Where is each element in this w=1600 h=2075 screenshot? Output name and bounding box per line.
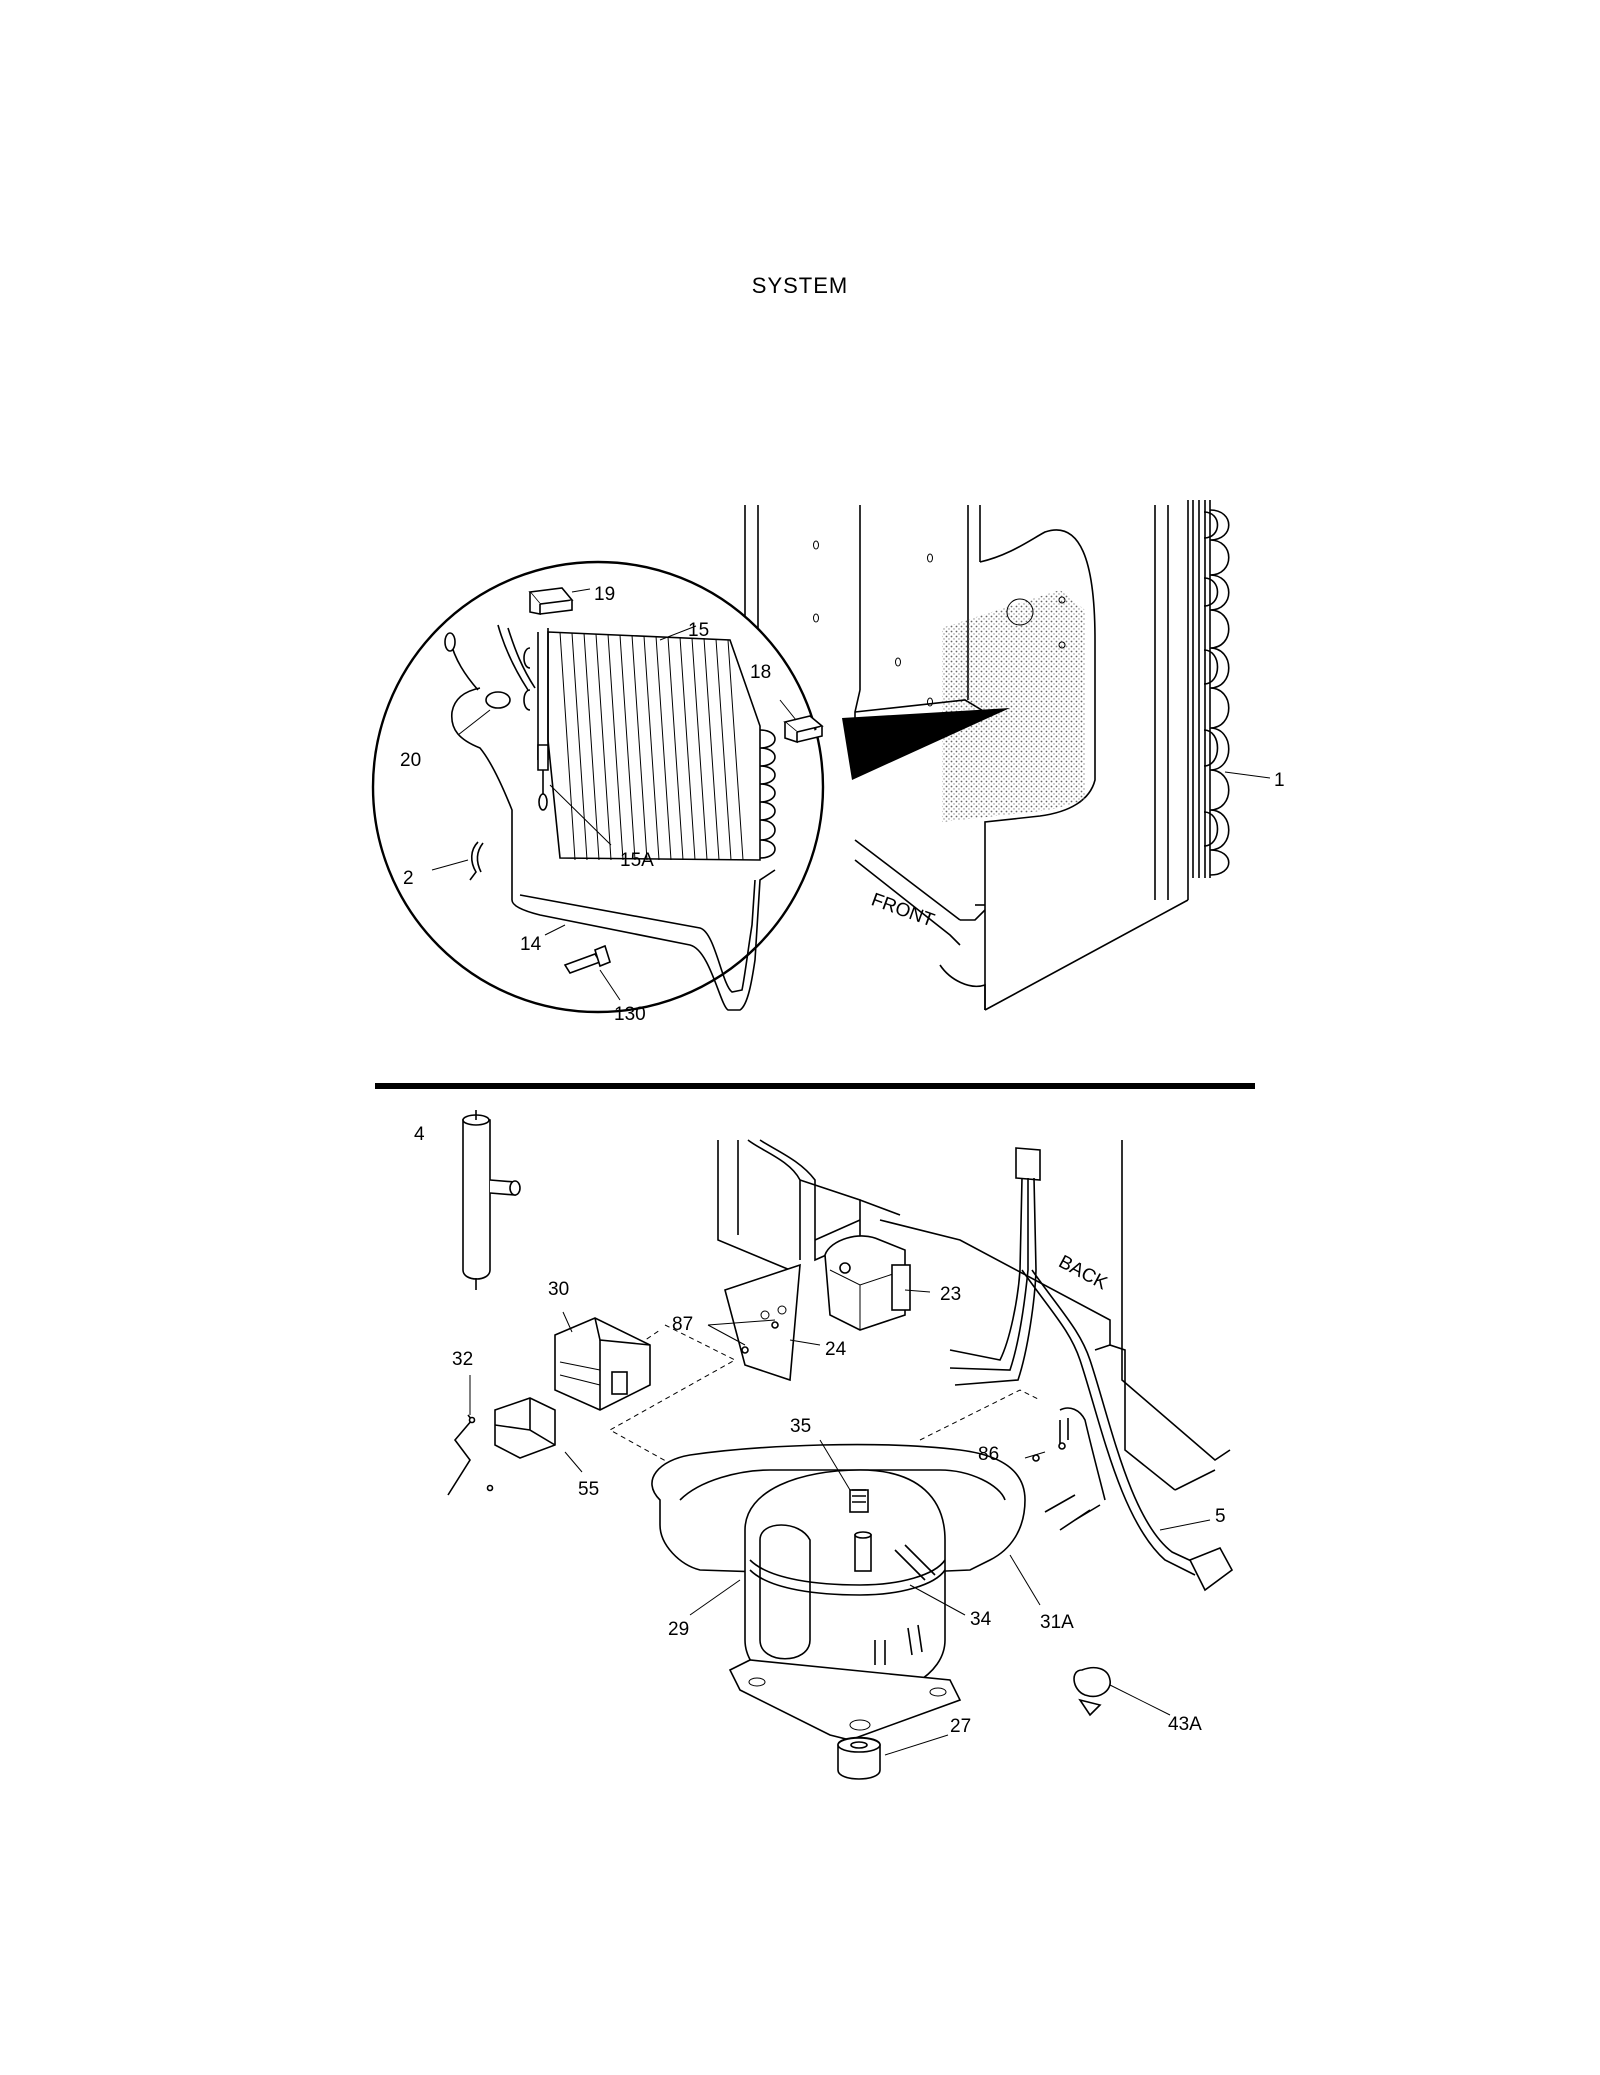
callout-1: 1 <box>1274 770 1285 791</box>
callout-14: 14 <box>520 934 542 955</box>
callout-55: 55 <box>578 1479 599 1500</box>
callout-87: 87 <box>672 1314 693 1335</box>
callout-30: 30 <box>548 1279 569 1300</box>
callout-27: 27 <box>950 1716 971 1737</box>
compressor-assembly <box>651 1439 1171 1780</box>
callout-2: 2 <box>403 868 414 889</box>
callout-5: 5 <box>1215 1506 1226 1527</box>
callout-23: 23 <box>940 1284 961 1305</box>
callout-31A: 31A <box>1040 1612 1074 1633</box>
evaporator-detail-circle <box>371 560 825 1014</box>
filter-drier <box>462 1110 521 1290</box>
callout-130: 130 <box>614 1004 646 1025</box>
callout-35: 35 <box>790 1416 811 1437</box>
cabinet-rear-view: FRONT <box>744 500 1189 1011</box>
callout-19: 19 <box>594 584 615 605</box>
section-divider <box>375 1083 1255 1089</box>
callout-18: 18 <box>750 662 771 683</box>
power-cord-harness <box>949 1147 1234 1592</box>
callout-15A: 15A <box>620 850 654 871</box>
callout-43A: 43A <box>1168 1714 1202 1735</box>
callout-32: 32 <box>452 1349 473 1370</box>
back-label: BACK <box>1055 1251 1111 1294</box>
callout-86: 86 <box>978 1444 999 1465</box>
condenser-coil <box>1192 500 1271 878</box>
callout-15: 15 <box>688 620 709 641</box>
defrost-timer-and-bracket <box>707 1235 931 1382</box>
page-title: SYSTEM <box>752 273 848 298</box>
callout-29: 29 <box>668 1619 689 1640</box>
callout-34: 34 <box>970 1609 992 1630</box>
relay-and-overload <box>447 1311 651 1496</box>
callout-20: 20 <box>400 750 421 771</box>
callout-24: 24 <box>825 1339 847 1360</box>
callout-4: 4 <box>414 1124 425 1145</box>
